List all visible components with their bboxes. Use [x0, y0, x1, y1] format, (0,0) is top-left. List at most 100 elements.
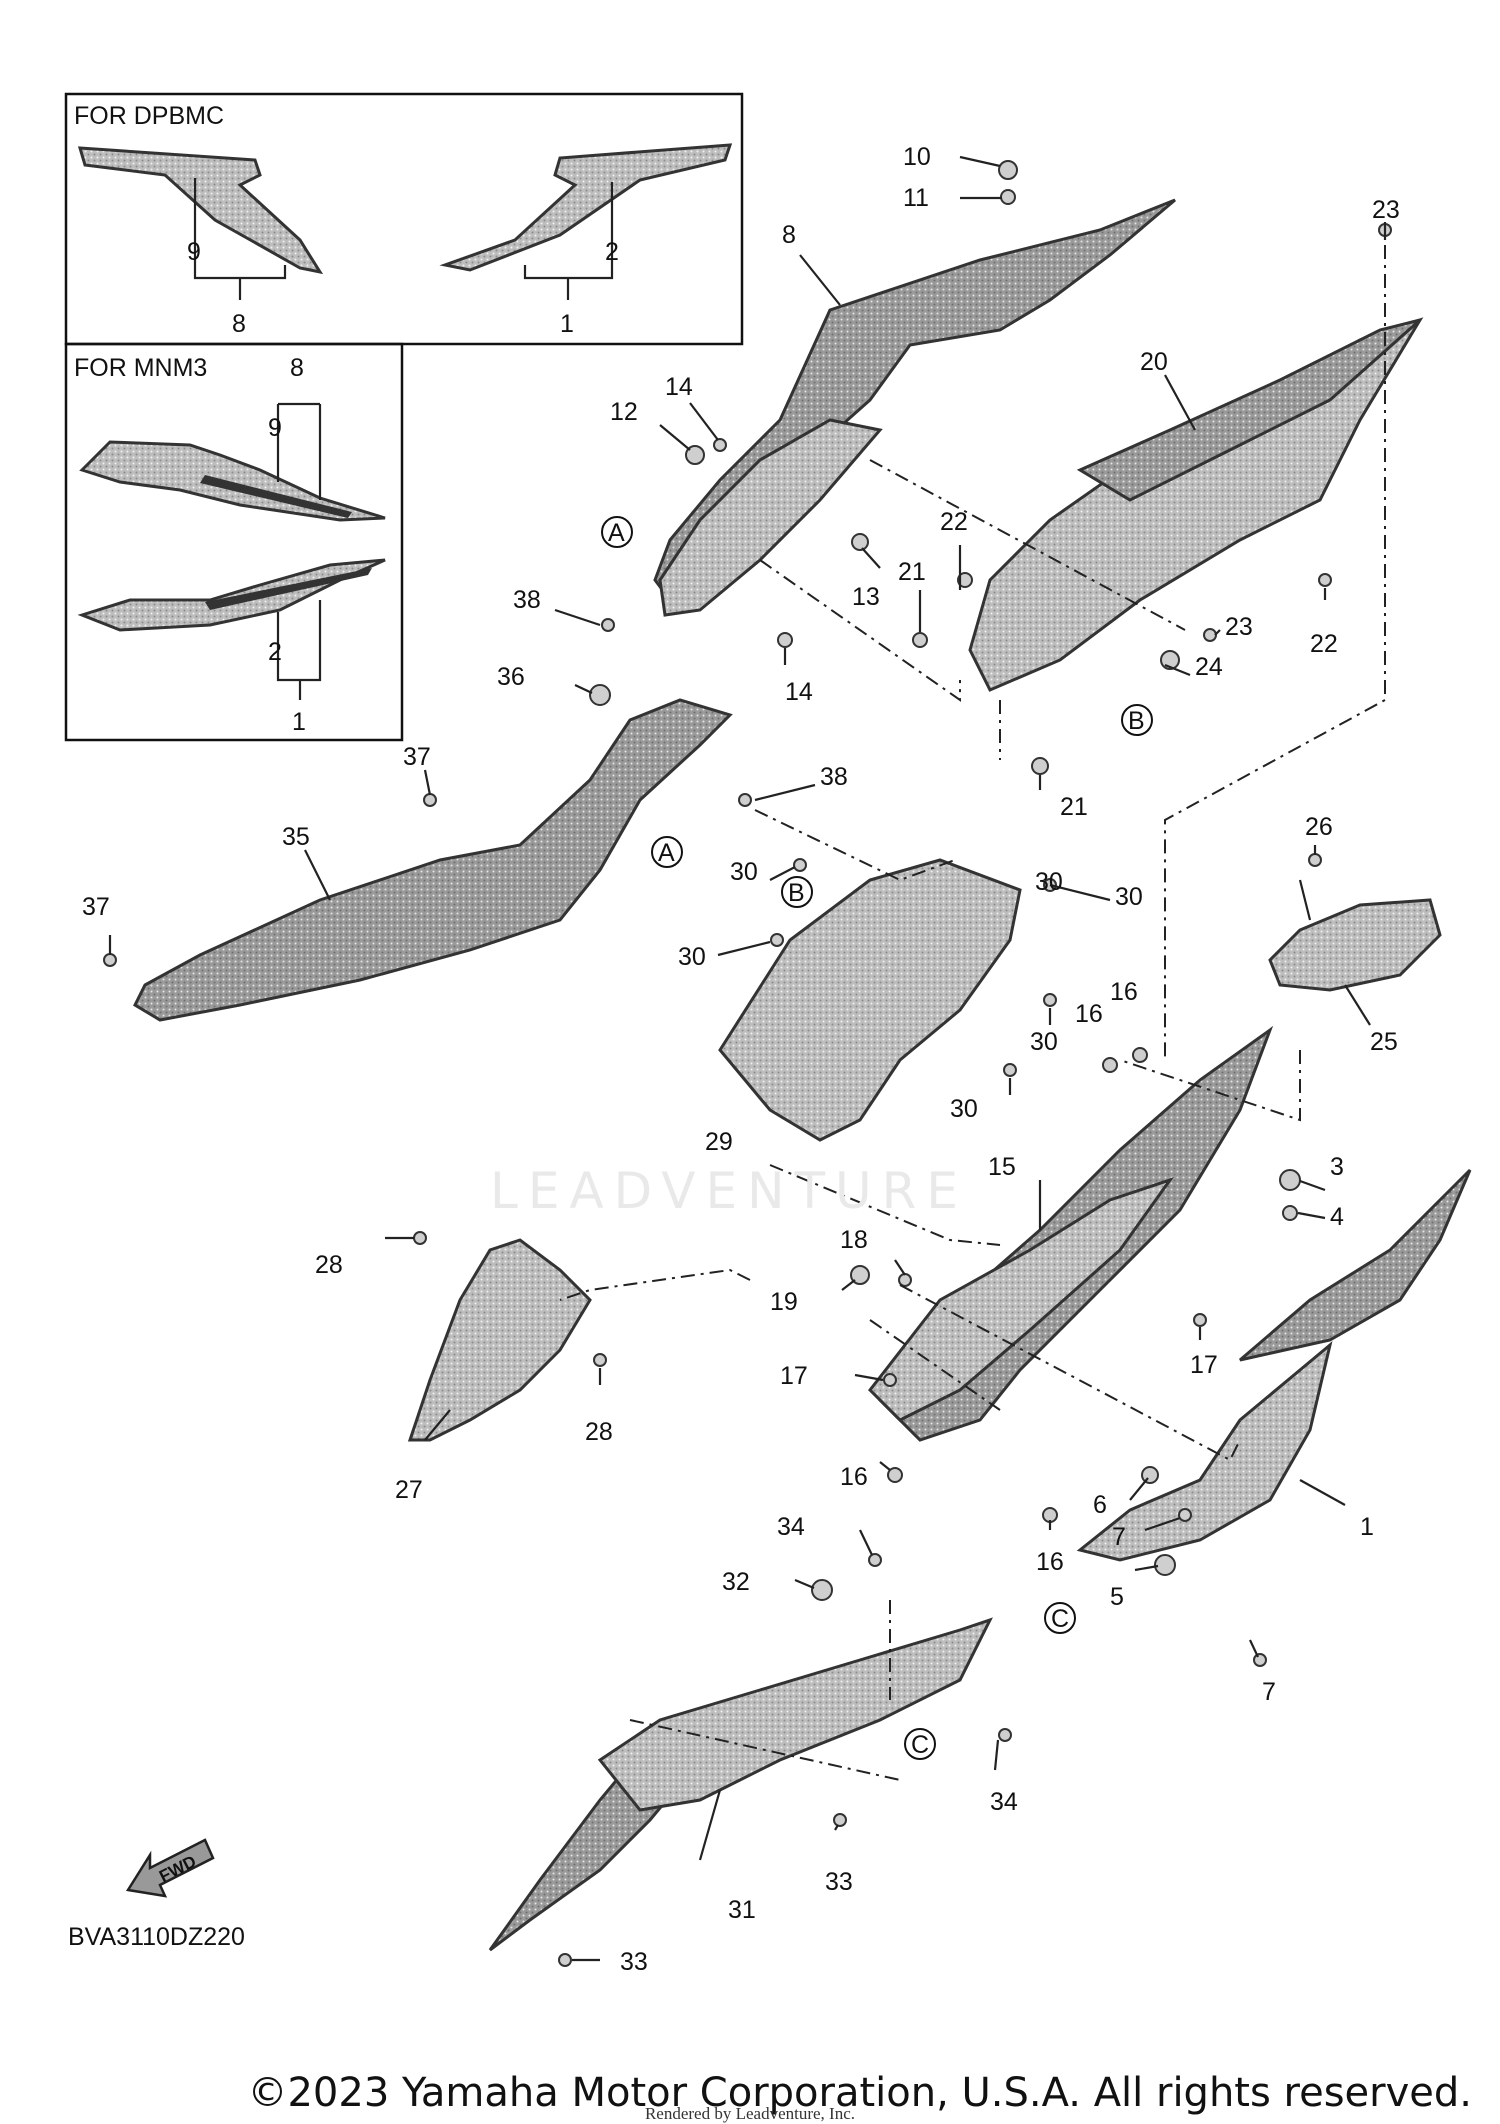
svg-text:8: 8 [782, 221, 796, 249]
svg-text:17: 17 [1190, 1351, 1218, 1379]
svg-text:16: 16 [1110, 978, 1138, 1006]
svg-text:C: C [911, 1731, 929, 1759]
svg-text:10: 10 [903, 143, 931, 171]
inset-mnm3-lower-stripe [205, 568, 372, 610]
part-35-seat-rail-cover [133, 698, 733, 1022]
svg-text:30: 30 [678, 943, 706, 971]
inset-dpbmc-label-8: 8 [232, 310, 246, 338]
svg-text:33: 33 [620, 1948, 648, 1976]
svg-text:15: 15 [988, 1153, 1016, 1181]
svg-text:7: 7 [1262, 1678, 1276, 1706]
svg-text:23: 23 [1225, 613, 1253, 641]
inset-dpbmc-label-1: 1 [560, 310, 574, 338]
svg-text:21: 21 [1060, 793, 1088, 821]
svg-text:20: 20 [1140, 348, 1168, 376]
svg-text:28: 28 [585, 1418, 613, 1446]
svg-text:27: 27 [395, 1476, 423, 1504]
svg-text:23: 23 [1372, 196, 1400, 224]
svg-text:28: 28 [315, 1251, 343, 1279]
svg-text:A: A [608, 519, 625, 547]
inset-mnm3-upper-stripe [200, 475, 352, 518]
svg-text:B: B [1128, 707, 1145, 735]
svg-text:30: 30 [950, 1095, 978, 1123]
copyright-notice: ©2023 Yamaha Motor Corporation, U.S.A. A… [247, 2070, 1472, 2116]
part-25-small-cover [1268, 898, 1442, 992]
svg-text:7: 7 [1112, 1523, 1126, 1551]
rendered-by-note: Rendered by Leadventure, Inc. [644, 2104, 856, 2123]
svg-text:34: 34 [777, 1513, 805, 1541]
callout-labels: 10 11 8 23 20 12 14 13 22 21 23 22 24 14… [82, 143, 1400, 1976]
svg-text:30: 30 [1115, 883, 1143, 911]
svg-text:31: 31 [728, 1896, 756, 1924]
inset-title-dpbmc: FOR DPBMC [74, 102, 224, 130]
watermark: LEADVENTURE [490, 1162, 968, 1220]
part-1-lower [1076, 1340, 1333, 1562]
svg-text:22: 22 [940, 508, 968, 536]
part-29-under-tray [718, 858, 1022, 1142]
svg-text:18: 18 [840, 1226, 868, 1254]
inset-mnm3-label-2: 2 [268, 638, 282, 666]
svg-text:19: 19 [770, 1288, 798, 1316]
svg-text:14: 14 [785, 678, 813, 706]
inset-mnm3-label-9: 9 [268, 414, 282, 442]
svg-text:17: 17 [780, 1362, 808, 1390]
svg-text:11: 11 [903, 184, 929, 212]
svg-text:30: 30 [1035, 868, 1063, 896]
svg-text:16: 16 [840, 1463, 868, 1491]
svg-text:21: 21 [898, 558, 926, 586]
svg-text:4: 4 [1330, 1203, 1344, 1231]
svg-text:5: 5 [1110, 1583, 1124, 1611]
svg-text:13: 13 [852, 583, 880, 611]
svg-text:37: 37 [82, 893, 110, 921]
inset-box-dpbmc [64, 92, 744, 346]
assembly-lines [559, 245, 1386, 1781]
part-20-top-rail [1076, 318, 1421, 502]
svg-text:33: 33 [825, 1868, 853, 1896]
inset-mnm3-label-8: 8 [290, 354, 304, 382]
svg-text:29: 29 [705, 1128, 733, 1156]
inset-mnm3-lower-cowl [77, 558, 386, 632]
svg-text:3: 3 [1330, 1153, 1344, 1181]
inset-dpbmc-left-cowl [77, 146, 324, 275]
inset-dpbmc-label-9: 9 [187, 238, 201, 266]
svg-text:30: 30 [730, 858, 758, 886]
svg-text:B: B [788, 879, 805, 907]
svg-text:16: 16 [1075, 1000, 1103, 1028]
inset-dpbmc-right-cowl [439, 143, 733, 272]
svg-text:38: 38 [513, 586, 541, 614]
fwd-arrow-icon: FWD [125, 1838, 215, 1898]
svg-text:37: 37 [403, 743, 431, 771]
svg-text:36: 36 [497, 663, 525, 691]
diagram-code: BVA3110DZ220 [68, 1923, 245, 1951]
svg-text:16: 16 [1036, 1548, 1064, 1576]
leader-lines [108, 155, 1387, 1962]
part-31-panel [597, 1617, 993, 1812]
letter-markers: A A B B C C [601, 516, 1153, 1760]
inset-mnm3-upper-cowl [79, 440, 386, 522]
part-15-panel [868, 1177, 1174, 1422]
svg-text:24: 24 [1195, 653, 1223, 681]
part-27-front-cover [407, 1238, 592, 1442]
inset-box-mnm3 [64, 342, 404, 742]
part-8-side-cowl [653, 198, 1176, 603]
svg-text:1: 1 [1360, 1513, 1374, 1541]
inset-mnm3-label-1: 1 [292, 708, 306, 736]
svg-text:6: 6 [1093, 1491, 1107, 1519]
svg-text:A: A [658, 839, 675, 867]
svg-text:32: 32 [722, 1568, 750, 1596]
svg-text:C: C [1051, 1605, 1069, 1633]
part-1-side-cowl-right [1239, 1168, 1472, 1362]
svg-text:35: 35 [282, 823, 310, 851]
svg-text:34: 34 [990, 1788, 1018, 1816]
part-8-inner [658, 418, 883, 617]
svg-text:26: 26 [1305, 813, 1333, 841]
svg-text:38: 38 [820, 763, 848, 791]
inset-dpbmc-label-2: 2 [605, 238, 619, 266]
svg-text:14: 14 [665, 373, 693, 401]
svg-text:30: 30 [1030, 1028, 1058, 1056]
inset-title-mnm3: FOR MNM3 [74, 354, 207, 382]
svg-text:25: 25 [1370, 1028, 1398, 1056]
svg-text:22: 22 [1310, 630, 1338, 658]
svg-text:12: 12 [610, 398, 638, 426]
